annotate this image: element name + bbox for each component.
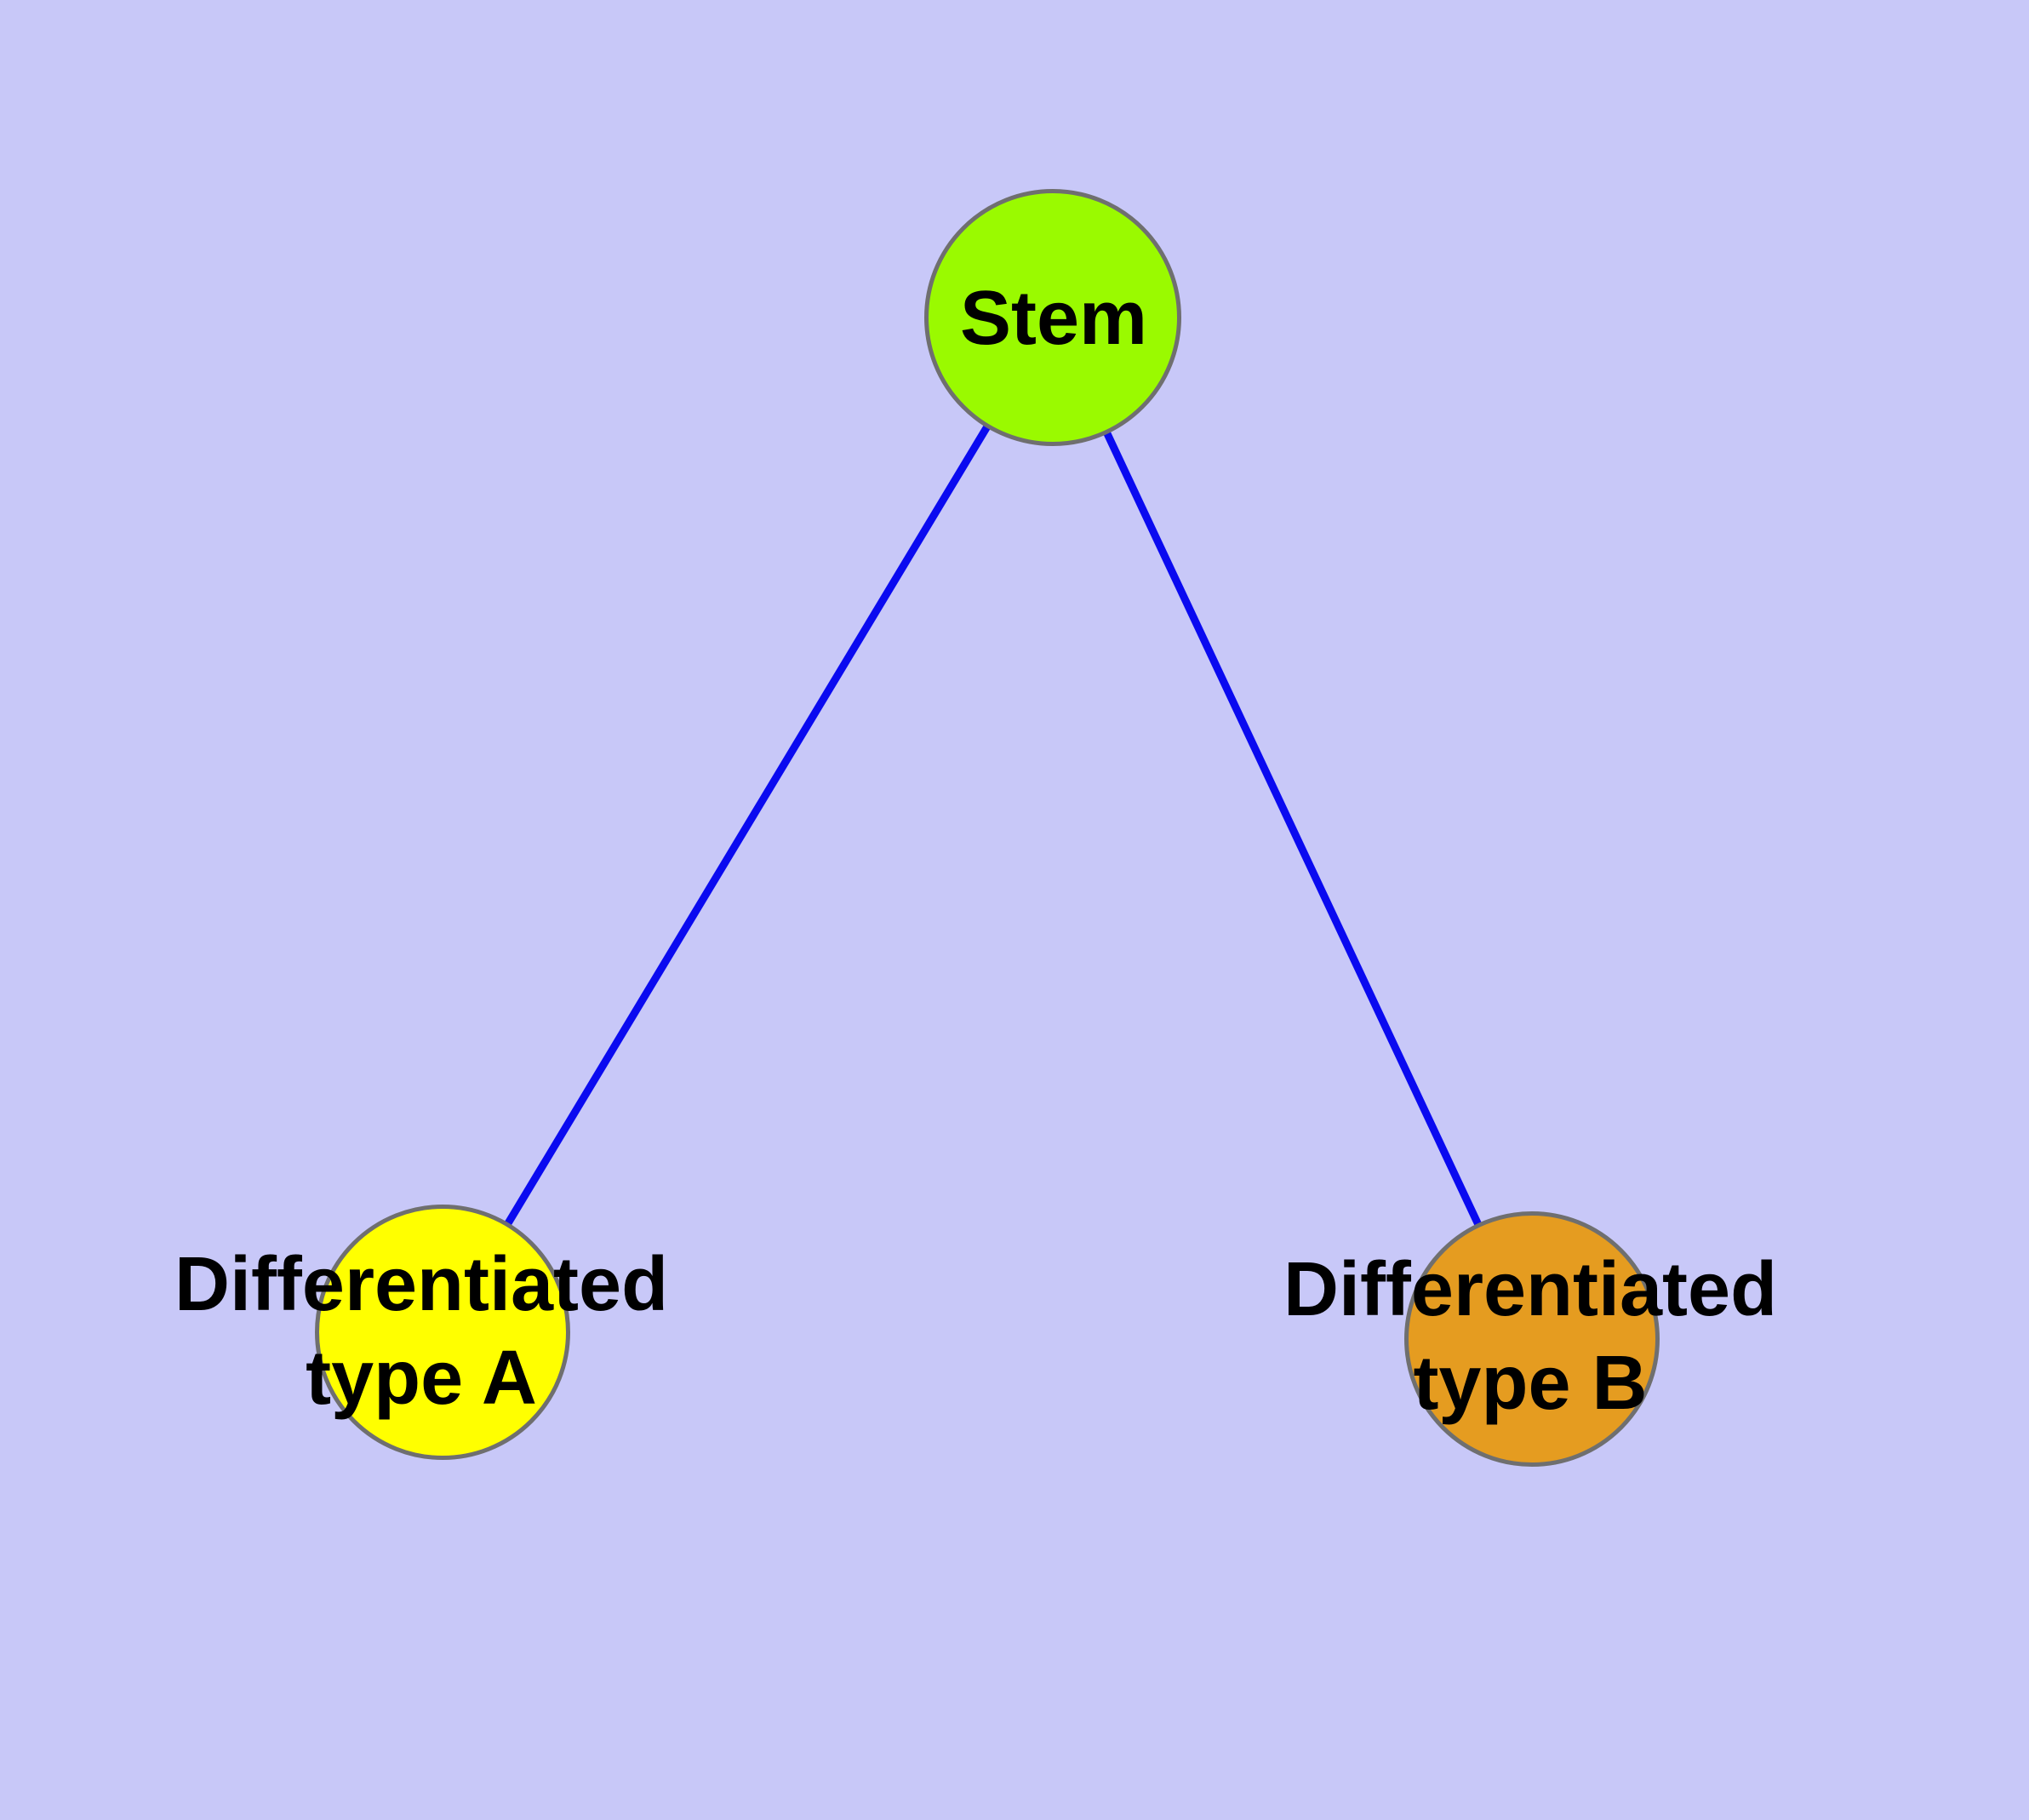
node-differentiated-type-a <box>315 1205 570 1460</box>
node-type-a-label-line1: Differentiated <box>174 1242 669 1327</box>
node-type-b-label-line2: type B <box>1413 1341 1648 1426</box>
node-type-b-label: Differentiated type B <box>1283 1243 1777 1430</box>
edge-stem-to-type-a <box>439 315 1056 1335</box>
node-type-a-label: Differentiated type A <box>174 1238 668 1425</box>
node-stem-label: Stem <box>959 276 1148 361</box>
node-type-b-label-line1: Differentiated <box>1283 1247 1778 1332</box>
node-differentiated-type-b <box>1404 1211 1660 1467</box>
node-stem <box>924 189 1181 446</box>
edge-stem-to-type-b <box>1049 316 1536 1341</box>
node-type-a-label-line2: type A <box>306 1336 537 1421</box>
